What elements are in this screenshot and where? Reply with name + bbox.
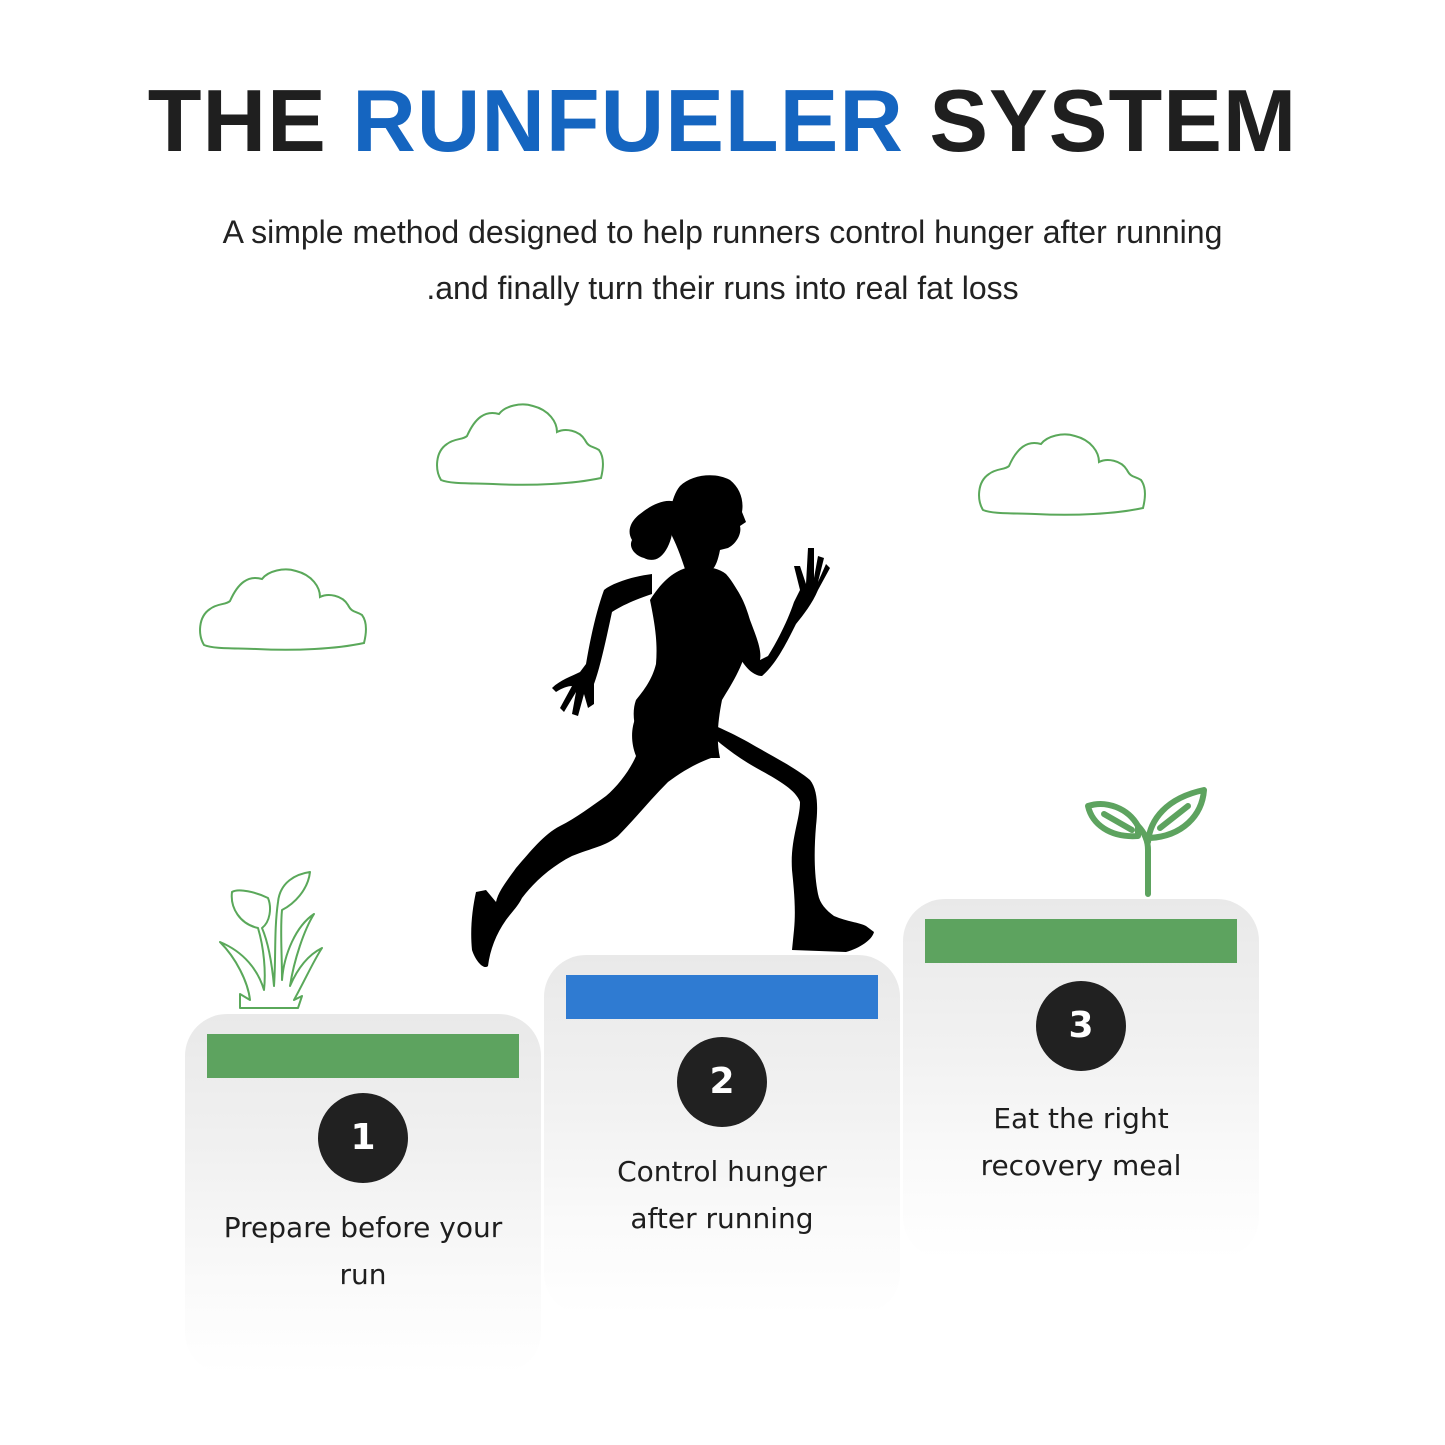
step-bar-green [925,919,1237,963]
step-label-line-2: after running [630,1202,814,1235]
title-brand: RUNFUELER [352,71,904,170]
step-card-2: 2 Control hunger after running [544,955,900,1315]
step-label-line-2: run [339,1258,387,1291]
cloud-icon [978,433,1146,516]
subtitle-line-1: A simple method designed to help runners… [222,214,1223,250]
step-number-badge: 3 [1036,981,1126,1071]
step-number-badge: 1 [318,1093,408,1183]
step-label-line-2: recovery meal [980,1149,1182,1182]
title-suffix: SYSTEM [929,71,1298,170]
cloud-icon [436,403,604,486]
subtitle-line-2: .and finally turn their runs into real f… [426,270,1019,306]
step-bar-green [207,1034,519,1078]
step-card-3: 3 Eat the right recovery meal [903,899,1259,1259]
grass-plant-icon [219,871,323,1009]
step-label-line-1: Control hunger [617,1155,827,1188]
step-number-badge: 2 [677,1037,767,1127]
title-prefix: THE [147,71,327,170]
step-label-line-1: Eat the right [993,1102,1169,1135]
cloud-icon [199,568,367,651]
page-title: THE RUNFUELER SYSTEM [0,66,1445,176]
step-label-line-1: Prepare before your [223,1211,503,1244]
sprout-icon [1085,787,1207,897]
step-card-1: 1 Prepare before your run [185,1014,541,1374]
step-bar-blue [566,975,878,1019]
